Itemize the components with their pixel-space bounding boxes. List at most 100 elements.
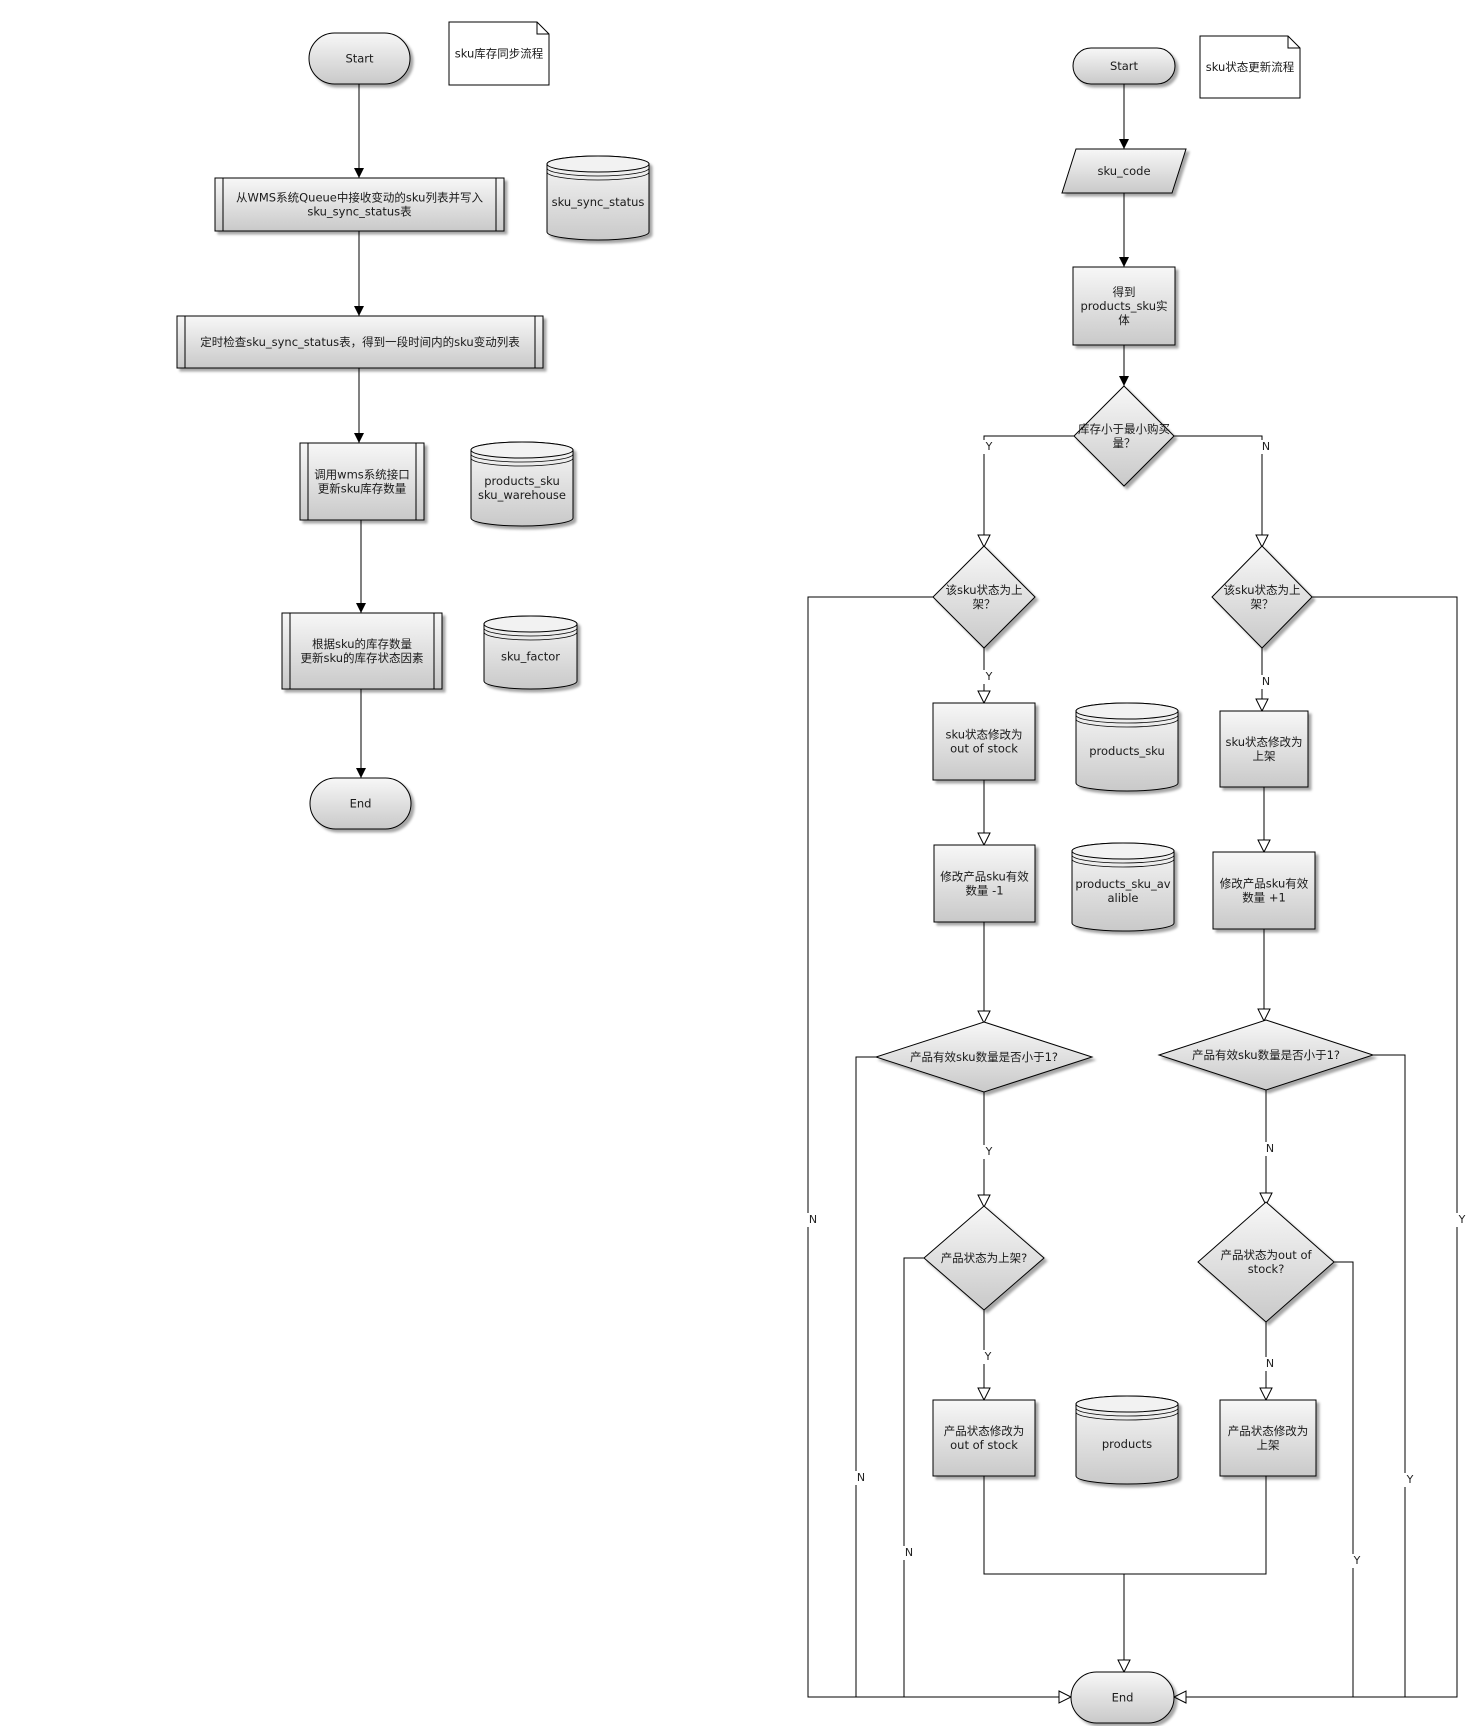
right-db-products-sku-available-label-line-2: alible xyxy=(1107,891,1138,905)
label-stock-yes: Y xyxy=(985,440,993,453)
label-product-on-no: N xyxy=(905,1546,913,1559)
left-flow-note: sku库存同步流程 xyxy=(448,21,550,86)
right-end-terminal: End xyxy=(1070,1671,1175,1724)
label-left-count-yes-bg xyxy=(983,1145,995,1159)
label-right-onshelf-no-bg xyxy=(1260,675,1272,689)
right-decision-stock-min-label-line-1: 库存小于最小购买 xyxy=(1078,422,1170,436)
label-right-onshelf-no: N xyxy=(1262,675,1270,688)
right-decision-left-count: 产品有效sku数量是否小于1? xyxy=(874,1021,1094,1093)
right-step-product-set-oos-label-line-1: 产品状态修改为 xyxy=(944,1424,1025,1438)
left-end-terminal: End xyxy=(309,777,412,830)
label-right-onshelf-yes-bg xyxy=(1456,1213,1468,1227)
right-decision-right-onshelf-label-line-1: 该sku状态为上 xyxy=(1223,583,1300,597)
label-right-count-yes-bg xyxy=(1404,1473,1416,1487)
right-step-get-entity-label-line-2: products_sku实 xyxy=(1080,299,1167,313)
right-conn-stock-no xyxy=(1174,435,1269,549)
left-step-update-factor-label-line-2: 更新sku的库存状态因素 xyxy=(300,651,423,665)
left-step-check-table: 定时检查sku_sync_status表，得到一段时间内的sku变动列表 xyxy=(176,315,544,369)
left-step-receive-queue-label-line-2: sku_sync_status表 xyxy=(307,205,412,219)
right-step-decrement-label-line-1: 修改产品sku有效 xyxy=(940,870,1029,884)
label-left-count-no-bg xyxy=(855,1471,867,1485)
right-db-products-sku: products_sku xyxy=(1075,702,1179,792)
right-db-products-label: products xyxy=(1102,1437,1152,1451)
label-stock-yes-bg xyxy=(983,440,995,454)
label-left-onshelf-yes-bg xyxy=(983,670,995,684)
left-step-check-table-label: 定时检查sku_sync_status表，得到一段时间内的sku变动列表 xyxy=(200,335,520,349)
left-start-terminal: Start xyxy=(308,32,411,85)
right-decision-left-count-label: 产品有效sku数量是否小于1? xyxy=(910,1050,1058,1064)
right-decision-product-on: 产品状态为上架? xyxy=(923,1205,1045,1311)
right-decision-product-oos-label-line-1: 产品状态为out of xyxy=(1220,1248,1312,1262)
right-step-set-on-shelf-label-line-1: sku状态修改为 xyxy=(1225,735,1302,749)
right-step-increment-label-line-1: 修改产品sku有效 xyxy=(1220,877,1309,891)
right-conn-left-count-no xyxy=(855,1056,876,1697)
left-flow-note-label: sku库存同步流程 xyxy=(455,47,544,61)
label-left-onshelf-no: N xyxy=(809,1213,817,1226)
right-input-sku-code: sku_code xyxy=(1061,148,1187,194)
right-flow-note-label: sku状态更新流程 xyxy=(1206,60,1295,74)
left-step-receive-queue: 从WMS系统Queue中接收变动的sku列表并写入sku_sync_status… xyxy=(214,177,505,232)
right-step-set-on-shelf-label-line-2: 上架 xyxy=(1253,749,1276,763)
right-decision-left-onshelf-label-line-2: 架？ xyxy=(973,597,996,611)
label-product-on-yes-bg xyxy=(982,1350,994,1364)
right-conn-right-onshelf-yes xyxy=(1172,596,1458,1704)
left-step-update-factor-label-line-1: 根据sku的库存数量 xyxy=(312,637,412,651)
left-step-receive-queue-label-line-1: 从WMS系统Queue中接收变动的sku列表并写入 xyxy=(236,191,483,205)
right-start-terminal-label: Start xyxy=(1110,59,1139,73)
right-step-set-out-of-stock-label-line-2: out of stock xyxy=(950,742,1018,756)
right-step-set-out-of-stock-label-line-1: sku状态修改为 xyxy=(945,728,1022,742)
left-end-terminal-label: End xyxy=(350,797,372,811)
right-step-product-set-oos-label-line-2: out of stock xyxy=(950,1438,1018,1452)
right-decision-left-onshelf-label-line-1: 该sku状态为上 xyxy=(945,583,1022,597)
left-step-call-wms-label-line-1: 调用wms系统接口 xyxy=(314,468,410,482)
label-product-on-no-bg xyxy=(903,1546,915,1560)
label-right-count-no: N xyxy=(1266,1142,1274,1155)
right-input-sku-code-label: sku_code xyxy=(1097,164,1150,178)
right-conn-stock-yes xyxy=(977,435,1074,549)
right-step-get-entity-label-line-3: 体 xyxy=(1118,313,1130,327)
right-start-terminal: Start xyxy=(1072,47,1176,85)
right-step-decrement-label-line-2: 数量 -1 xyxy=(965,884,1003,898)
label-right-count-no-bg xyxy=(1264,1142,1276,1156)
right-conn-left-onshelf-no xyxy=(807,596,1073,1704)
right-db-products: products xyxy=(1075,1395,1179,1485)
left-start-terminal-label: Start xyxy=(345,52,374,66)
label-stock-no: N xyxy=(1262,440,1270,453)
label-product-oos-no: N xyxy=(1266,1357,1274,1370)
right-step-increment-label-line-2: 数量 +1 xyxy=(1242,891,1286,905)
label-product-oos-yes: Y xyxy=(1353,1554,1361,1567)
left-db-sku-factor: sku_factor xyxy=(483,615,578,690)
left-db-sku-factor-label: sku_factor xyxy=(501,650,560,664)
right-conn-product-on-no xyxy=(903,1257,924,1697)
right-decision-right-count: 产品有效sku数量是否小于1? xyxy=(1157,1019,1375,1091)
label-product-on-yes: Y xyxy=(984,1350,992,1363)
connectors xyxy=(354,84,1458,1704)
left-db-sku-sync-status: sku_sync_status xyxy=(546,155,650,241)
label-left-count-yes: Y xyxy=(985,1145,993,1158)
label-left-onshelf-yes: Y xyxy=(985,670,993,683)
left-db-products-sku-warehouse-label-line-1: products_sku xyxy=(484,474,560,488)
right-decision-stock-min-label-line-2: 量？ xyxy=(1113,436,1136,450)
left-step-call-wms-label-line-2: 更新sku库存数量 xyxy=(318,482,407,496)
right-flow-note: sku状态更新流程 xyxy=(1199,35,1301,99)
right-step-get-entity-label-line-1: 得到 xyxy=(1113,285,1136,299)
right-conn-right-count-yes xyxy=(1373,1054,1406,1697)
right-step-product-set-on-label-line-1: 产品状态修改为 xyxy=(1228,1424,1309,1438)
right-decision-right-onshelf-label-line-2: 架？ xyxy=(1251,597,1274,611)
label-right-count-yes: Y xyxy=(1406,1473,1414,1486)
